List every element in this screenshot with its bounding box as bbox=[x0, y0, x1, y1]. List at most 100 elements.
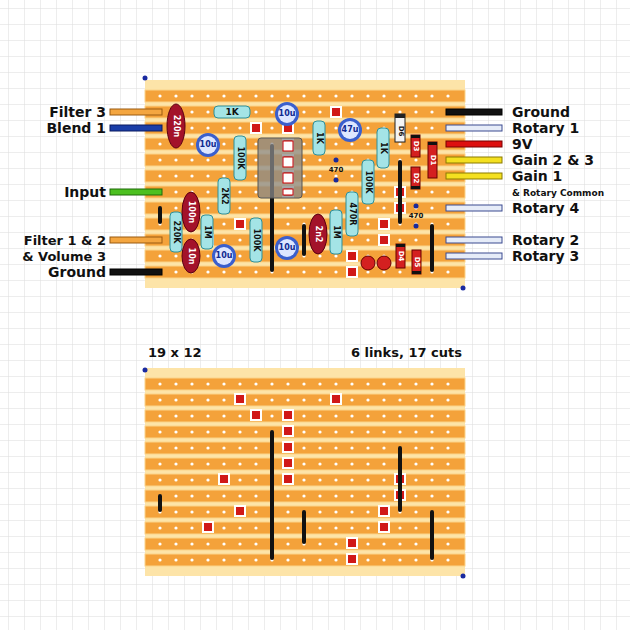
hole bbox=[190, 446, 193, 449]
hole bbox=[222, 158, 225, 161]
hole bbox=[350, 414, 353, 417]
lead-dot bbox=[334, 178, 339, 183]
track-cut bbox=[284, 427, 292, 435]
wire-label: Input bbox=[64, 185, 106, 199]
hole bbox=[190, 478, 193, 481]
led-symbol bbox=[377, 256, 391, 270]
copper-strip bbox=[145, 442, 465, 454]
hole bbox=[350, 446, 353, 449]
track-cut bbox=[378, 234, 390, 246]
hole bbox=[206, 430, 209, 433]
wire-label: 9V bbox=[512, 137, 533, 151]
track-cut bbox=[380, 523, 388, 531]
copper-strip bbox=[145, 90, 465, 102]
hole bbox=[366, 110, 369, 113]
hole bbox=[318, 542, 321, 545]
hole bbox=[158, 382, 161, 385]
hole bbox=[206, 398, 209, 401]
hole bbox=[382, 174, 385, 177]
hole bbox=[254, 510, 257, 513]
hole bbox=[302, 110, 305, 113]
wire bbox=[446, 157, 502, 163]
hole bbox=[174, 270, 177, 273]
hole bbox=[350, 174, 353, 177]
part-value: 47u bbox=[342, 126, 359, 134]
hole bbox=[318, 174, 321, 177]
hole bbox=[174, 158, 177, 161]
hole bbox=[190, 462, 193, 465]
resistor-symbol bbox=[346, 192, 358, 236]
hole bbox=[270, 126, 273, 129]
hole bbox=[190, 542, 193, 545]
hole bbox=[190, 526, 193, 529]
track-cut bbox=[348, 539, 356, 547]
hole bbox=[398, 414, 401, 417]
hole bbox=[206, 542, 209, 545]
hole bbox=[302, 142, 305, 145]
hole bbox=[174, 254, 177, 257]
hole bbox=[254, 94, 257, 97]
hole bbox=[158, 430, 161, 433]
hole bbox=[254, 142, 257, 145]
hole bbox=[382, 94, 385, 97]
hole bbox=[318, 190, 321, 193]
electrolytic-capacitor bbox=[278, 239, 296, 257]
wire-label: Ground bbox=[512, 105, 570, 119]
hole bbox=[174, 190, 177, 193]
track-cut bbox=[284, 443, 292, 451]
track-cut bbox=[252, 411, 260, 419]
hole bbox=[414, 510, 417, 513]
hole bbox=[174, 206, 177, 209]
hole bbox=[206, 174, 209, 177]
diode-symbol bbox=[412, 250, 421, 274]
hole bbox=[254, 494, 257, 497]
hole bbox=[446, 558, 449, 561]
hole bbox=[366, 526, 369, 529]
hole bbox=[430, 382, 433, 385]
hole bbox=[302, 270, 305, 273]
hole bbox=[254, 174, 257, 177]
hole bbox=[254, 270, 257, 273]
hole bbox=[238, 542, 241, 545]
hole bbox=[206, 414, 209, 417]
hole bbox=[206, 494, 209, 497]
hole bbox=[222, 94, 225, 97]
hole bbox=[446, 510, 449, 513]
track-cut bbox=[218, 473, 230, 485]
hole bbox=[158, 462, 161, 465]
hole bbox=[382, 398, 385, 401]
hole bbox=[302, 478, 305, 481]
hole bbox=[206, 510, 209, 513]
track-cut bbox=[282, 473, 294, 485]
corner-marks bbox=[143, 76, 466, 579]
part-value: 10u bbox=[200, 141, 217, 149]
hole bbox=[206, 94, 209, 97]
hole bbox=[430, 478, 433, 481]
copper-strip bbox=[145, 122, 465, 134]
part-value: 220n bbox=[172, 115, 180, 137]
hole bbox=[414, 94, 417, 97]
hole bbox=[158, 558, 161, 561]
hole bbox=[334, 510, 337, 513]
hole bbox=[398, 398, 401, 401]
hole bbox=[382, 430, 385, 433]
hole bbox=[174, 414, 177, 417]
track-cut bbox=[330, 393, 342, 405]
hole bbox=[190, 158, 193, 161]
hole bbox=[430, 110, 433, 113]
hole bbox=[446, 462, 449, 465]
hole bbox=[158, 142, 161, 145]
track-cut bbox=[236, 507, 244, 515]
hole bbox=[190, 94, 193, 97]
diode-symbol bbox=[411, 135, 420, 157]
track-cut bbox=[282, 409, 294, 421]
hole bbox=[286, 526, 289, 529]
diode-symbol bbox=[411, 167, 420, 189]
hole bbox=[174, 510, 177, 513]
hole bbox=[382, 414, 385, 417]
hole bbox=[254, 478, 257, 481]
hole bbox=[366, 478, 369, 481]
resistor-symbol bbox=[170, 212, 182, 252]
track-cut bbox=[234, 393, 246, 405]
resistor-symbol bbox=[377, 128, 389, 168]
